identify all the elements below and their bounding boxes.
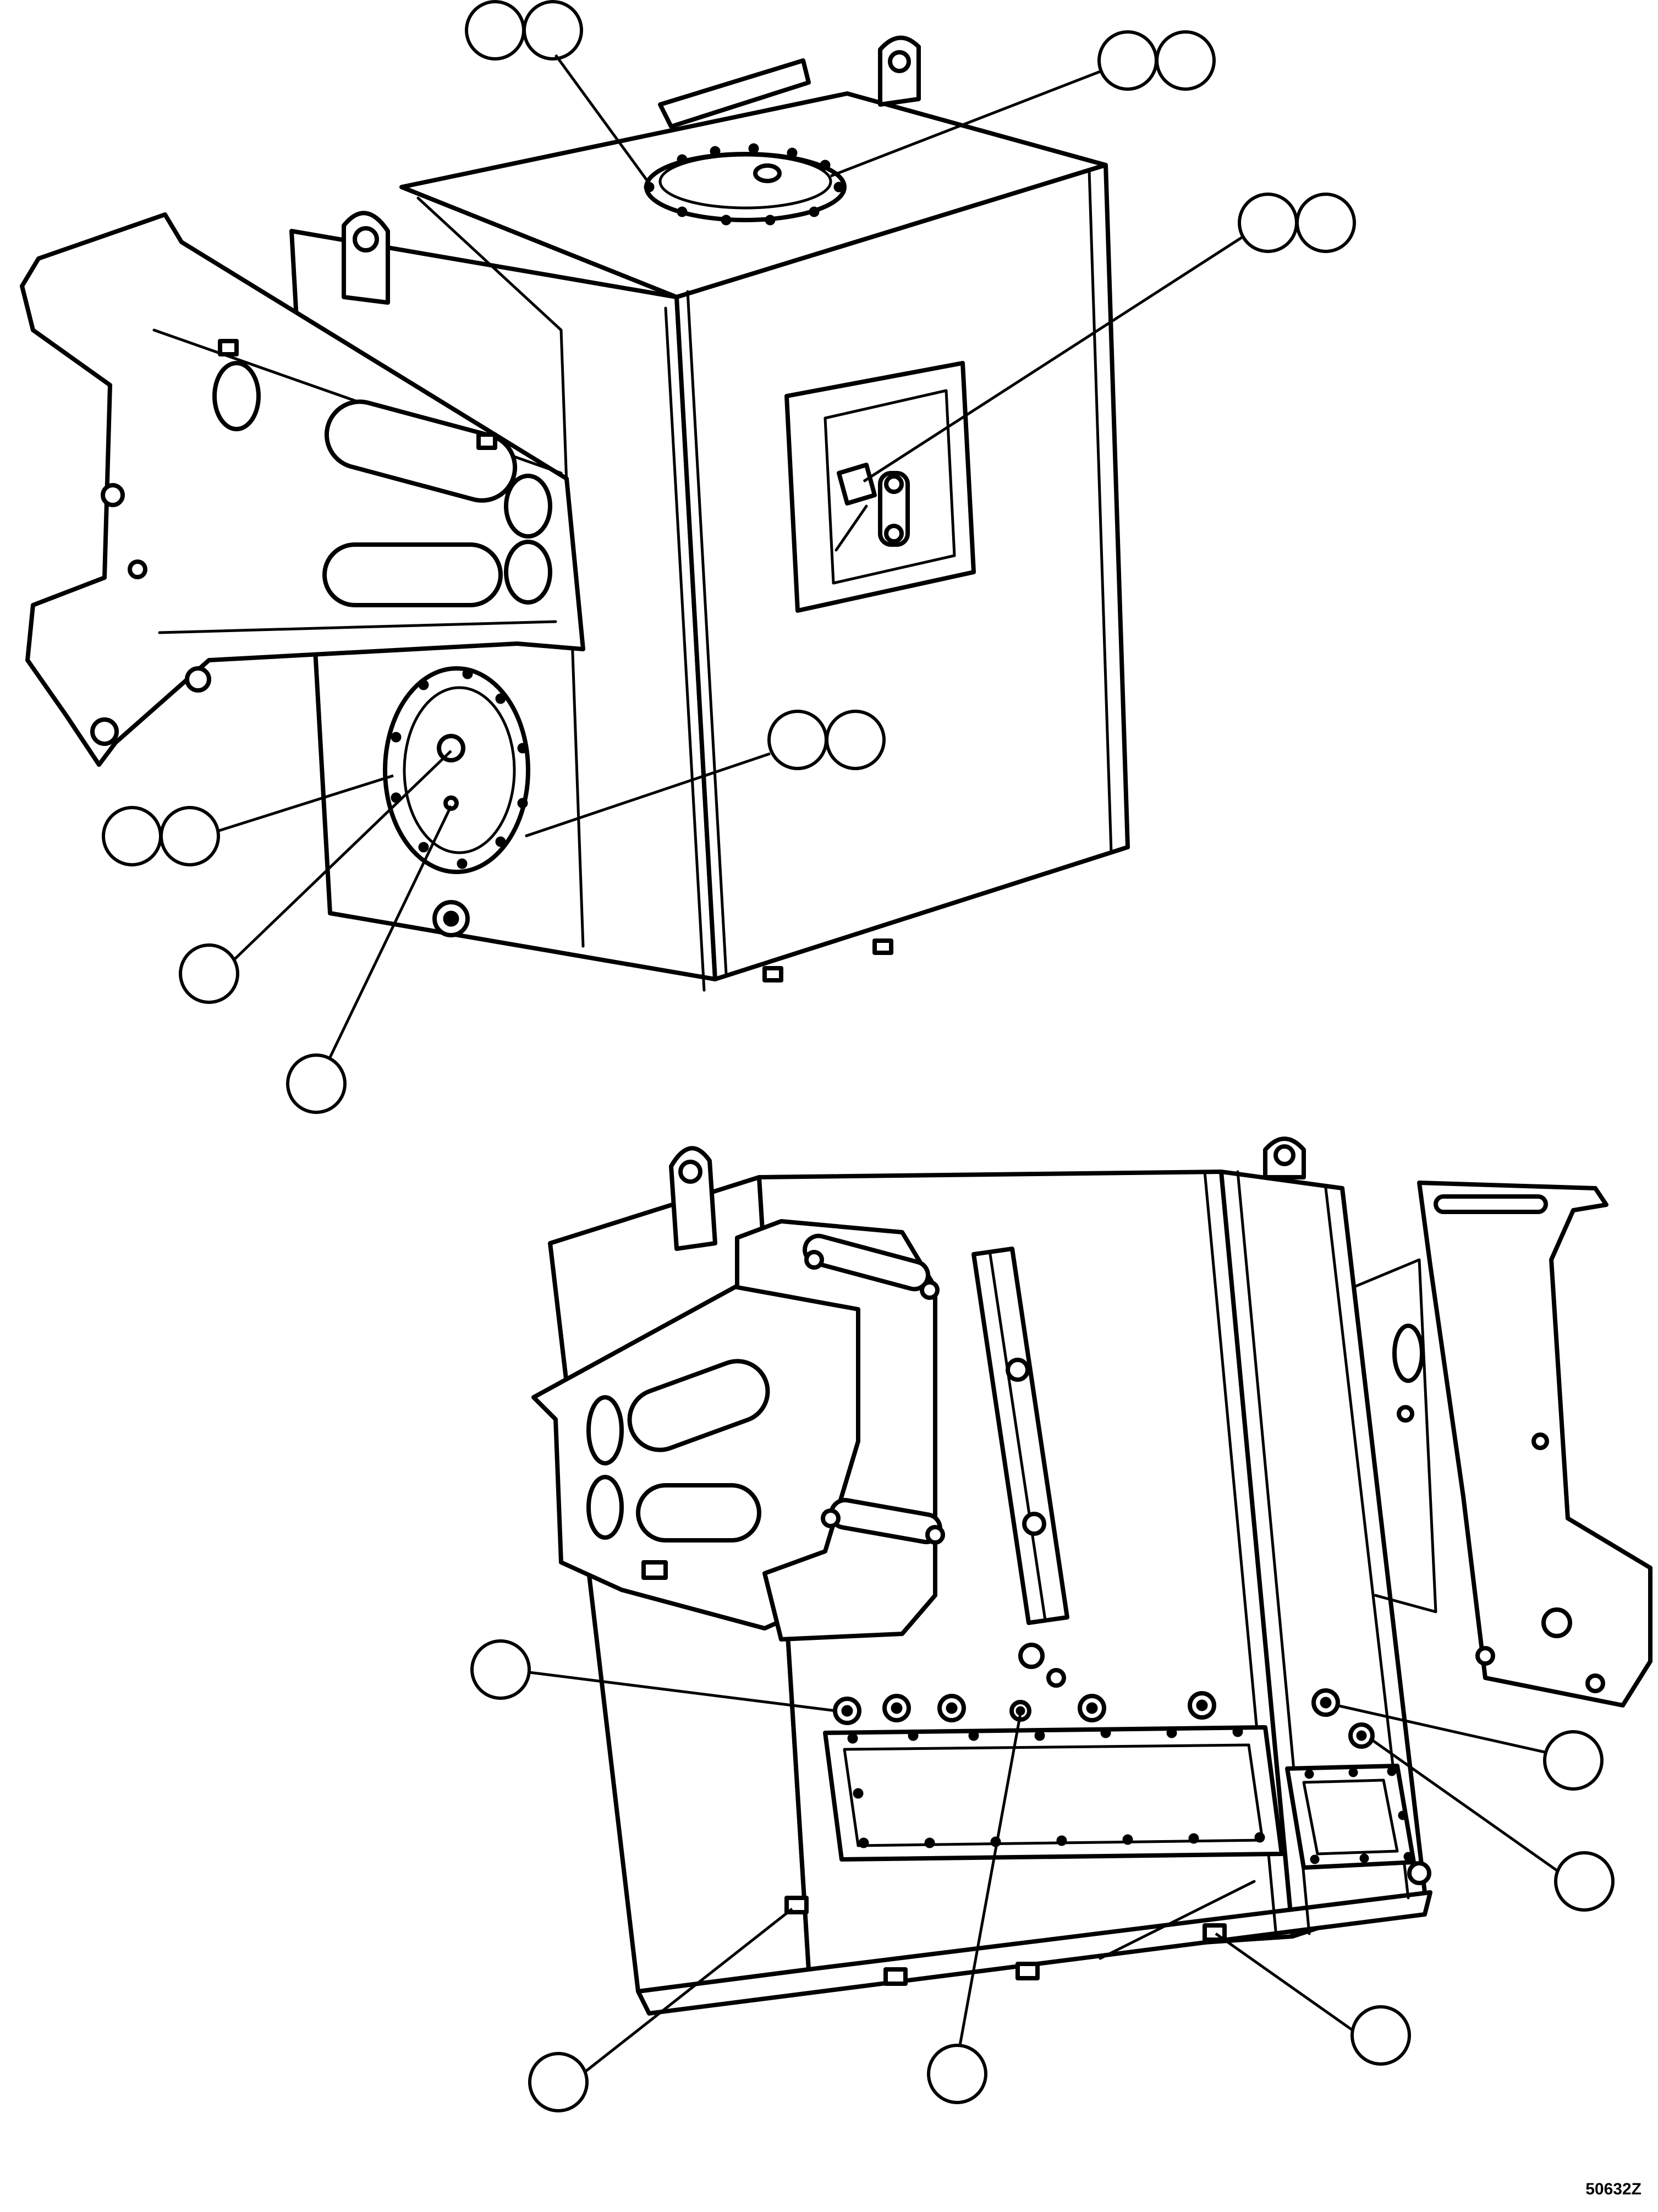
callout-side-flange xyxy=(102,774,394,866)
upper-lifting-eye-right xyxy=(878,35,921,107)
upper-mounting-bracket xyxy=(20,212,585,767)
callout-flange-port xyxy=(286,805,453,1114)
lower-lifting-eye-right xyxy=(1263,1137,1306,1179)
upper-lifting-eye-left xyxy=(342,211,390,305)
lower-bottom-rail xyxy=(1099,1880,1256,1960)
lower-drain-plugs xyxy=(833,1643,1375,1749)
lower-cover-plate-small xyxy=(1285,1764,1431,1885)
upper-inspection-window xyxy=(784,361,976,613)
upper-foot-2 xyxy=(872,938,893,955)
upper-top-cover xyxy=(644,143,847,226)
callout-flange-plug xyxy=(179,750,452,1004)
upper-top-edge xyxy=(416,196,563,332)
callout-center-plug xyxy=(927,1713,1022,2104)
upper-flange-band-2 xyxy=(686,290,728,975)
callout-window-plug xyxy=(863,193,1356,483)
lower-tank-bottom-face xyxy=(636,1890,1432,2016)
callout-bottom-foot-left xyxy=(528,1908,793,2112)
callout-top-cover xyxy=(830,30,1216,178)
lower-tank-view xyxy=(531,1137,1652,2016)
upper-tank-view xyxy=(20,35,1130,992)
lower-vertical-channel xyxy=(971,1247,1069,1625)
lower-center-plate xyxy=(735,1219,945,1642)
callout-top-cover-bolt xyxy=(465,0,654,188)
upper-side-flange xyxy=(383,666,530,937)
upper-flange-band xyxy=(664,306,706,992)
upper-foot-1 xyxy=(762,966,783,982)
callout-drain-plug-right xyxy=(1336,1704,1604,1791)
callout-drain-plug-small xyxy=(1369,1737,1615,1912)
callout-drain-plug-left xyxy=(470,1639,837,1712)
upper-top-handle xyxy=(658,58,811,129)
lower-foot-2 xyxy=(883,1967,908,1986)
callout-flange-bolt xyxy=(525,710,886,838)
drawing-number: 50632Z xyxy=(1585,2180,1641,2198)
callouts xyxy=(102,0,1615,2112)
callout-bottom-foot-right xyxy=(1215,1932,1411,2066)
lower-foot-3 xyxy=(1015,1962,1040,1980)
upper-flange-band-3 xyxy=(1088,169,1113,854)
lower-cover-plate-main xyxy=(823,1725,1284,1862)
lower-left-bracket xyxy=(531,1236,882,1631)
lower-right-bracket xyxy=(1352,1181,1652,1708)
lower-lifting-eye-left xyxy=(669,1146,717,1251)
